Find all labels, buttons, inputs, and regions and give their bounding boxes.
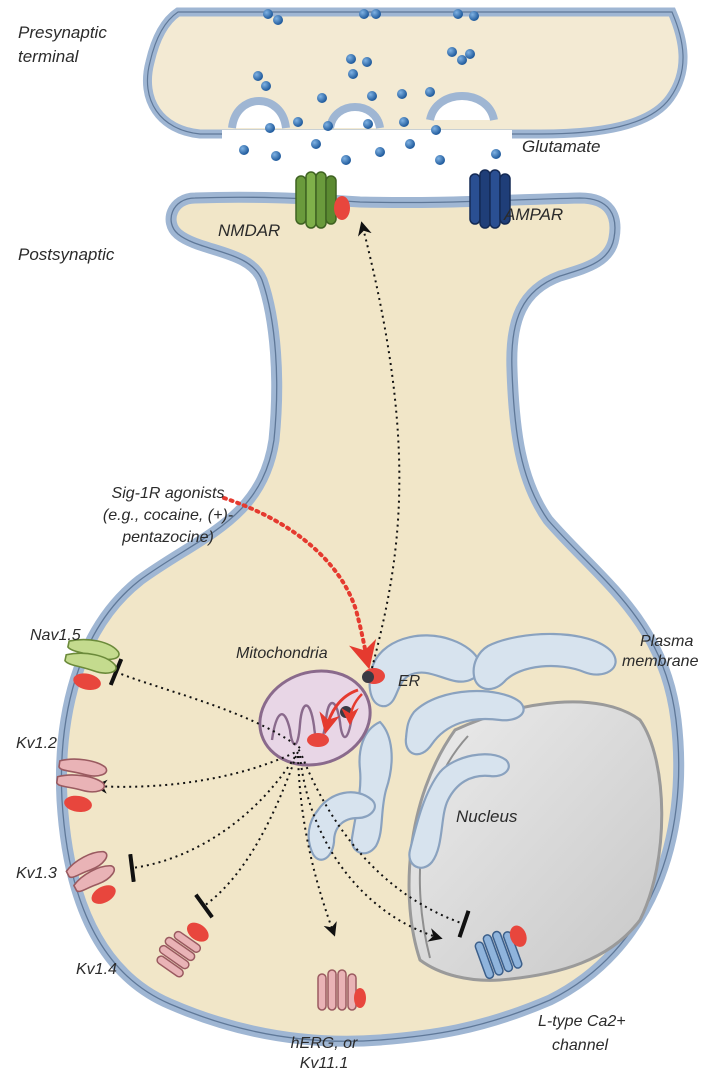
label-herg-1: hERG, or — [291, 1035, 358, 1052]
label-postsynaptic: Postsynaptic — [18, 245, 115, 264]
label-er: ER — [398, 673, 421, 690]
label-herg-2: Kv11.1 — [300, 1055, 349, 1072]
label-kv14: Kv1.4 — [76, 961, 117, 978]
label-terminal: terminal — [18, 47, 80, 66]
label-ltype-1: L-type Ca2+ — [538, 1013, 626, 1030]
label-kv13: Kv1.3 — [16, 865, 57, 882]
label-agonists-1: Sig-1R agonists — [112, 485, 225, 502]
label-presynaptic: Presynaptic — [18, 23, 107, 42]
presynaptic-terminal — [147, 12, 683, 140]
label-mitochondria: Mitochondria — [236, 645, 328, 662]
label-agonists-2: (e.g., cocaine, (+)- — [103, 507, 233, 524]
nmdar-channel — [296, 172, 350, 228]
label-kv12: Kv1.2 — [16, 735, 57, 752]
label-nmdar: NMDAR — [218, 221, 280, 240]
label-agonists-3: pentazocine) — [121, 529, 214, 546]
label-membrane: membrane — [622, 653, 699, 670]
nucleus — [409, 702, 662, 980]
label-nucleus: Nucleus — [456, 807, 518, 826]
label-ltype-2: channel — [552, 1037, 608, 1054]
label-ampar: AMPAR — [503, 205, 563, 224]
label-glutamate: Glutamate — [522, 137, 600, 156]
label-plasma: Plasma — [640, 633, 693, 650]
label-nav15: Nav1.5 — [30, 627, 81, 644]
